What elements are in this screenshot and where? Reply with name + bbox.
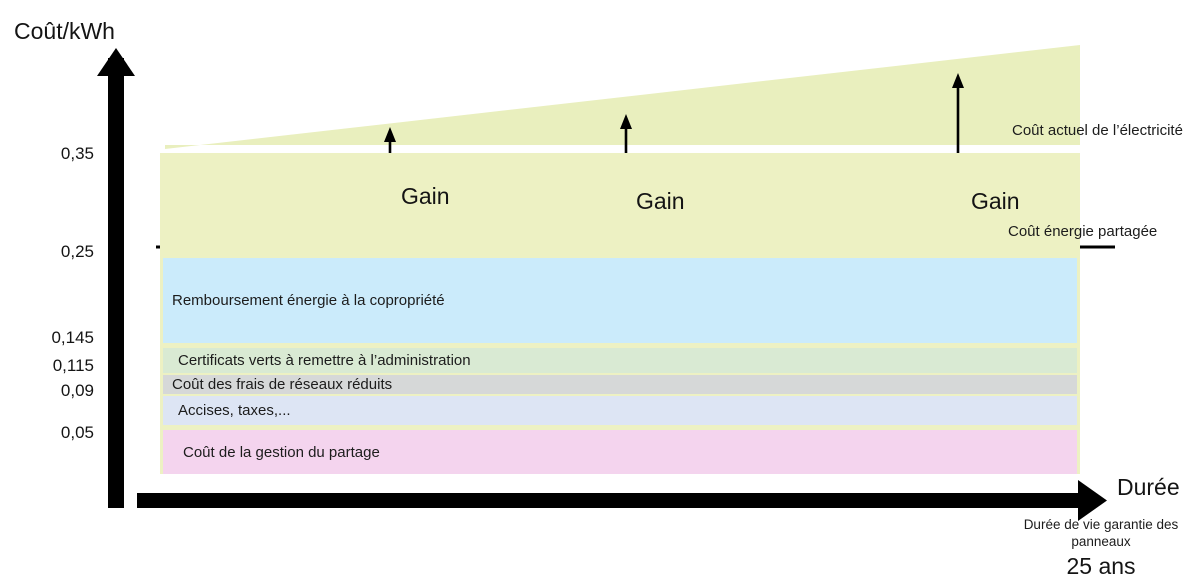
band-label-frais-reseaux: Coût des frais de réseaux réduits (172, 376, 393, 393)
x-axis-arrow (137, 480, 1107, 521)
note-current-electricity-cost: Coût actuel de l’électricité (1012, 122, 1183, 139)
note-shared-energy-cost: Coût énergie partagée (1008, 223, 1158, 240)
band-accises-taxes: Accises, taxes,... (163, 396, 1077, 425)
y-axis-arrow (97, 48, 135, 508)
band-label-gestion-partage: Coût de la gestion du partage (183, 443, 380, 461)
band-label-certificats-verts: Certificats verts à remettre à l’adminis… (178, 352, 471, 369)
tick-label-035: 0,35 (60, 144, 94, 163)
tick-label-009: 0,09 (60, 381, 94, 400)
band-certificats-verts: Certificats verts à remettre à l’adminis… (163, 348, 1077, 373)
cost-band-stack: Remboursement énergie à la copropriété C… (160, 153, 1080, 474)
x-axis-title: Durée (1117, 474, 1180, 500)
tick-label-0145: 0,145 (51, 328, 94, 347)
gain-label-2: Gain (636, 188, 685, 214)
tick-label-005: 0,05 (60, 423, 94, 442)
band-label-accises-taxes: Accises, taxes,... (178, 402, 291, 419)
tick-label-0115: 0,115 (52, 356, 94, 375)
y-axis-title: Coût/kWh (14, 18, 115, 44)
current-cost-wedge (165, 45, 1080, 149)
tick-label-025: 0,25 (60, 242, 94, 261)
gain-label-3: Gain (971, 188, 1020, 214)
gain-label-1: Gain (401, 183, 450, 209)
band-remboursement: Remboursement énergie à la copropriété (163, 258, 1077, 343)
band-frais-reseaux: Coût des frais de réseaux réduits (163, 375, 1077, 394)
band-gestion-partage: Coût de la gestion du partage (163, 430, 1077, 474)
caption-panel-lifetime: Durée de vie garantie des panneaux (1023, 517, 1179, 549)
band-label-remboursement: Remboursement énergie à la copropriété (172, 292, 445, 309)
caption-years: 25 ans (1066, 553, 1136, 579)
